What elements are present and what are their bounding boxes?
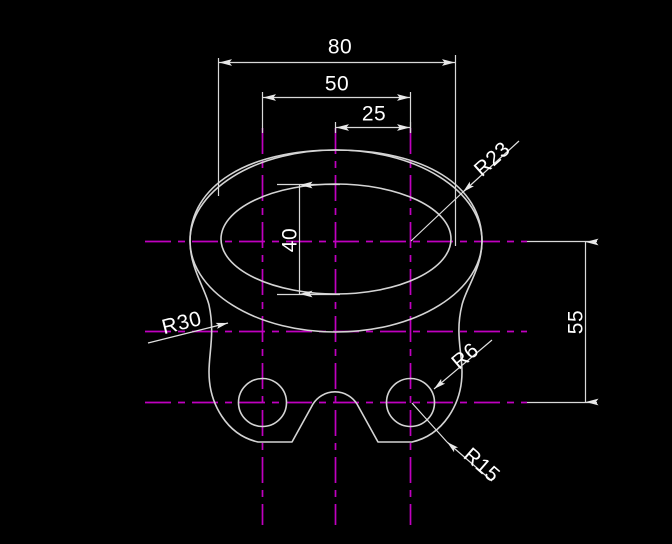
dimension-25-group: 25 xyxy=(334,103,412,133)
dim-label-55: 55 xyxy=(565,310,588,334)
radius-label-r30: R30 xyxy=(160,307,204,339)
hole-right-circle xyxy=(385,377,436,428)
dim-label-40: 40 xyxy=(279,228,302,252)
leader-line-r6 xyxy=(433,339,493,390)
callout-r6-group: R6 xyxy=(433,339,493,390)
radius-label-r15: R15 xyxy=(459,443,504,487)
leader-line-r23-center xyxy=(410,191,464,242)
dimension-55-group: 55 xyxy=(527,238,599,406)
leader-line-r23 xyxy=(462,140,520,193)
callout-r23-group: R23 xyxy=(462,137,520,193)
leader-line-r15-center xyxy=(411,402,448,443)
dim-label-80: 80 xyxy=(328,36,352,59)
dimension-80-group: 80 xyxy=(217,36,457,246)
leader-line-r30 xyxy=(147,322,229,344)
hole-left-circle xyxy=(237,377,288,428)
bore-outer-ellipse xyxy=(189,149,483,333)
dimension-40-group: 40 xyxy=(277,181,340,298)
callout-r30-group: R30 xyxy=(147,307,229,344)
dim-label-25: 25 xyxy=(362,103,386,126)
callout-r15-group: R15 xyxy=(411,402,504,487)
radius-label-r6: R6 xyxy=(447,339,483,375)
radius-label-r23: R23 xyxy=(470,137,515,181)
centerlines-group xyxy=(145,128,527,525)
dimension-50-group: 50 xyxy=(261,73,412,133)
dim-label-50: 50 xyxy=(325,73,349,96)
leader-line-r15 xyxy=(446,441,493,482)
